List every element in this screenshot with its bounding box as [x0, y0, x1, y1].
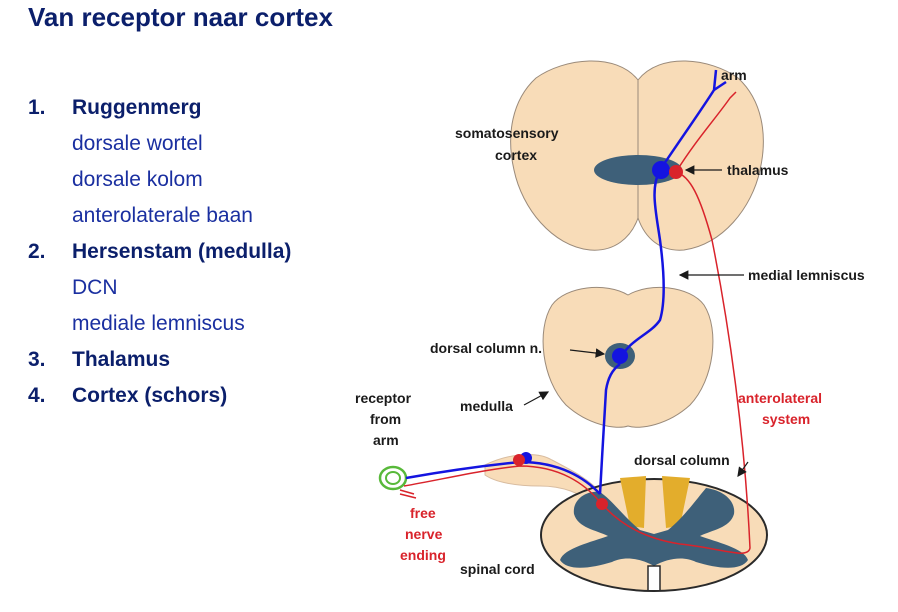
dorsal-column-left: [620, 476, 646, 528]
slide-title: Van receptor naar cortex: [28, 2, 333, 32]
anterolateral-label: anterolateral: [738, 390, 822, 406]
dorsal-column-label: dorsal column: [634, 452, 730, 468]
from-label: from: [370, 411, 401, 427]
receptor-outer-ring: [378, 465, 408, 491]
outline-item-1: 1. Ruggenmerg: [28, 90, 358, 126]
system-label: system: [762, 411, 810, 427]
grey-matter: [560, 488, 748, 568]
outline-subitem: anterolaterale baan: [72, 204, 253, 227]
outline-number: 1.: [28, 96, 46, 119]
outline-item-2: 2. Hersenstam (medulla): [28, 234, 358, 270]
outline-heading: Cortex (schors): [72, 384, 228, 407]
thalamus-label: thalamus: [727, 162, 789, 178]
dorsal-horn-neuron: [596, 498, 608, 510]
ganglion-cell-red: [513, 454, 525, 466]
outline-heading: Hersenstam (medulla): [72, 240, 292, 263]
thalamus-neuron-blue: [652, 161, 670, 179]
outline-subitem: dorsale wortel: [72, 132, 203, 155]
outline-item-4: 4. Cortex (schors): [28, 378, 358, 414]
outline-item-3: 3. Thalamus: [28, 342, 358, 378]
nerve-label: nerve: [405, 526, 443, 542]
outline-subitem: mediale lemniscus: [72, 312, 245, 335]
somatosensory-label: somatosensory: [455, 125, 559, 141]
dcn-neuron: [612, 348, 628, 364]
outline-heading: Thalamus: [72, 348, 171, 371]
outline-number: 2.: [28, 240, 46, 263]
free-label: free: [410, 505, 436, 521]
medulla-label: medulla: [460, 398, 513, 414]
outline-list: 1. Ruggenmerg dorsale wortel dorsale kol…: [28, 90, 358, 414]
ending-label: ending: [400, 547, 446, 563]
ventral-fissure: [647, 565, 661, 590]
outline-subitem: dorsale kolom: [72, 168, 203, 191]
outline-subitem: DCN: [72, 276, 118, 299]
medial-lemniscus-label: medial lemniscus: [748, 267, 865, 283]
dorsal-column-right: [662, 476, 690, 528]
outline-heading: Ruggenmerg: [72, 96, 202, 119]
arm-label: arm: [721, 67, 747, 83]
dorsal-column-arrow: [737, 461, 749, 477]
red-pathway: [399, 91, 751, 554]
receptor-inner-ring: [385, 471, 401, 485]
thalamus-neuron-red: [669, 165, 683, 179]
arm-receptor-label: arm: [373, 432, 399, 448]
dorsal-column-n-label: dorsal column n.: [430, 340, 542, 356]
cortex-label: cortex: [495, 147, 537, 163]
outline-number: 4.: [28, 384, 46, 407]
receptor-label: receptor: [355, 390, 412, 406]
dorsal-column-n-arrow: [569, 348, 606, 358]
spinal-cord-label: spinal cord: [460, 561, 535, 577]
outline-number: 3.: [28, 348, 46, 371]
medulla-arrow: [523, 391, 550, 406]
